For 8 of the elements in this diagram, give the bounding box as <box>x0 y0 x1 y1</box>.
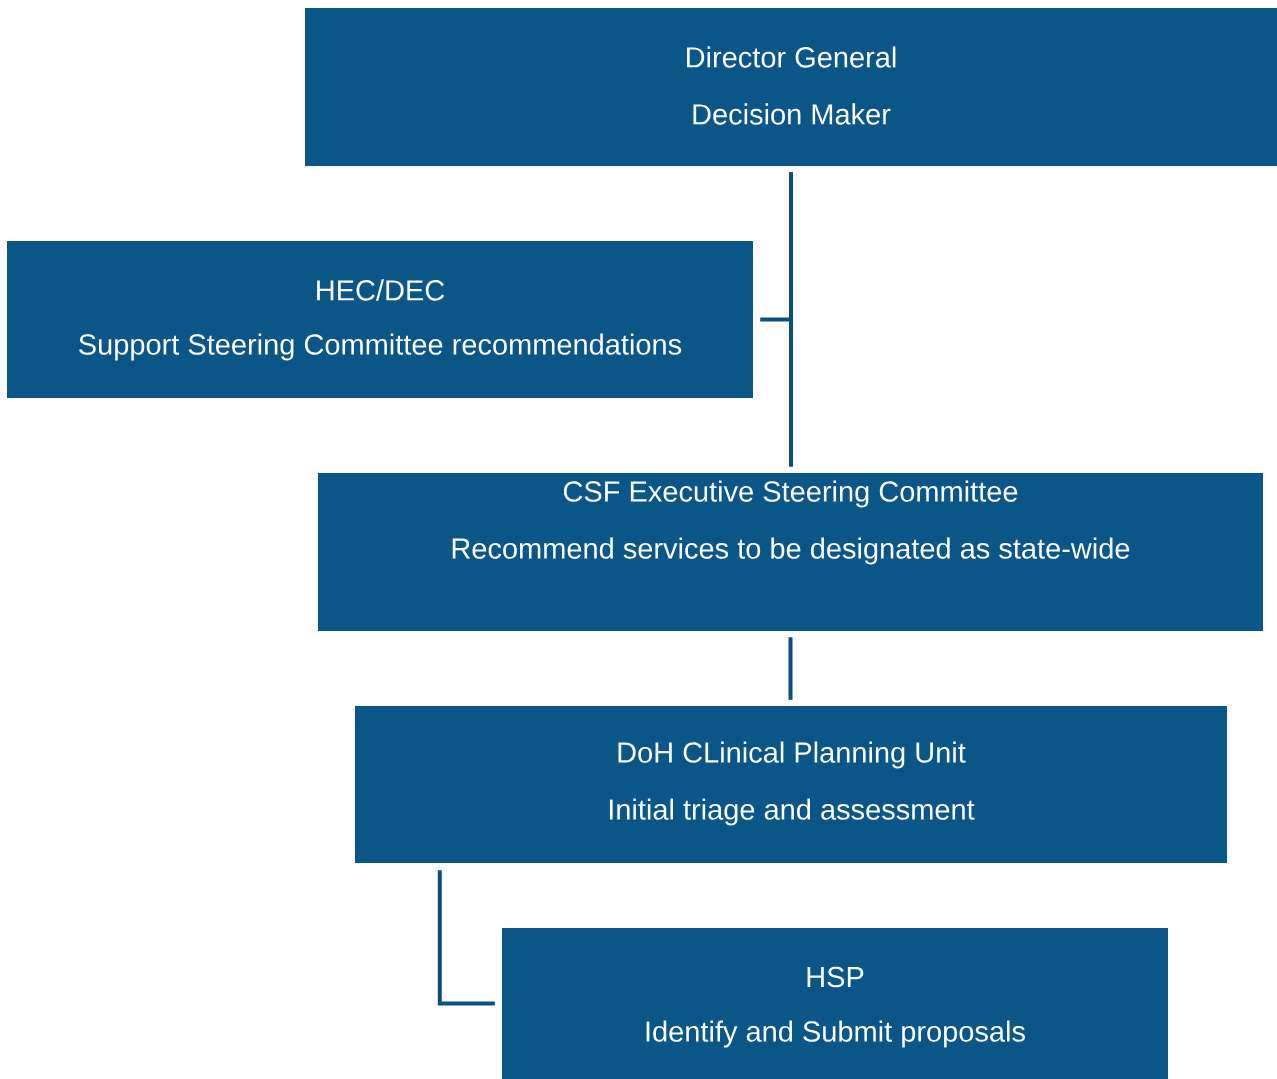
connector-line <box>437 870 495 1006</box>
connector-line <box>788 637 793 700</box>
connector-line <box>760 172 793 322</box>
process-box: DoH CLinical Planning Unit Initial triage and assessment <box>355 706 1227 863</box>
process-box: Director General Decision Maker <box>305 8 1277 166</box>
process-box: HSP Identify and Submit proposals <box>502 928 1168 1079</box>
process-box: HEC/DEC Support Steering Committee recommendations <box>7 241 753 398</box>
process-box: CSF Executive Steering Committee Recommend services to be designated as state-wide <box>318 473 1263 631</box>
